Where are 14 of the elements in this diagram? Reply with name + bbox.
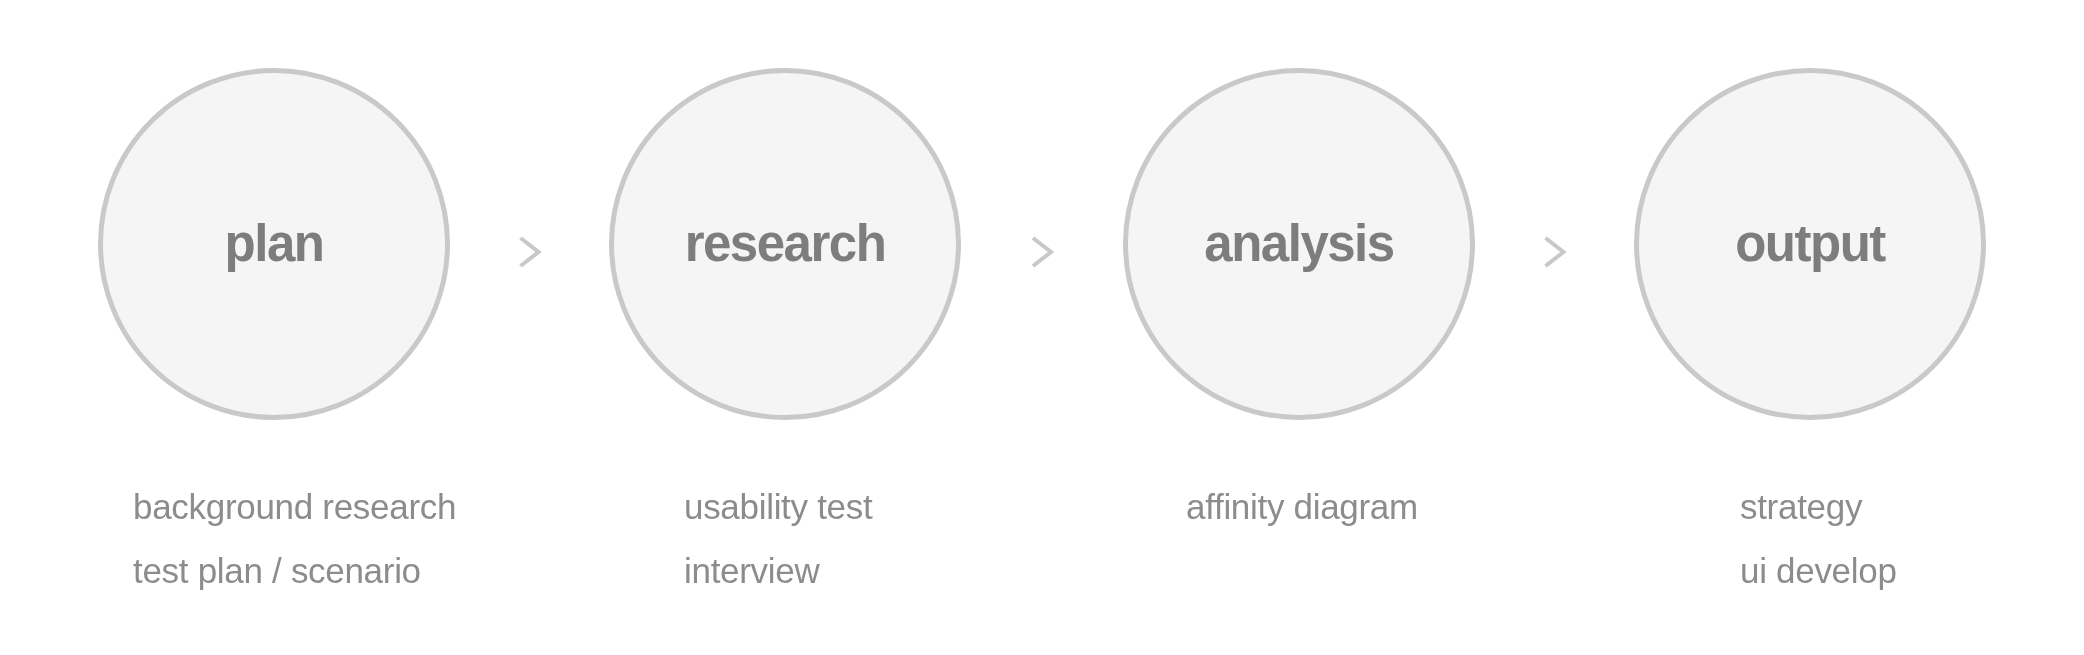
stage-title: output [1735,215,1885,273]
chevron-arrow [519,236,542,268]
stage-title: analysis [1204,215,1394,273]
activity-text: test plan / scenario [133,550,421,592]
chevron-arrow [1544,236,1567,268]
activity-text: ui develop [1740,550,1897,592]
activity-text: background research [133,486,457,528]
activity-text: strategy [1740,486,1863,528]
chevron-arrow [1031,236,1055,268]
activity-text: interview [684,550,820,592]
activity-text: usability test [684,486,873,528]
activity-text: affinity diagram [1186,486,1418,528]
stage-title: plan [224,215,324,273]
stage-title: research [684,215,886,273]
